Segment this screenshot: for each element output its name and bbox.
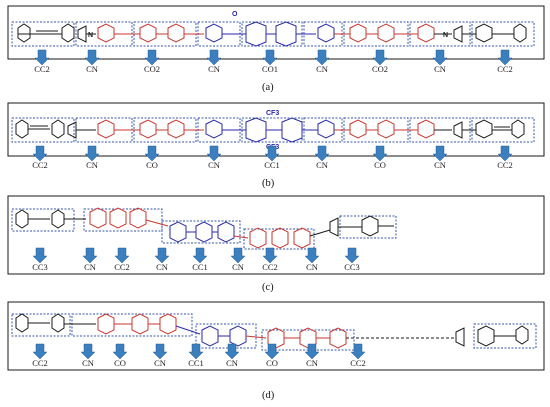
panel-c-arrow-8 <box>304 247 320 264</box>
panel-d-arrow-7 <box>264 343 280 360</box>
panel-c-caption: (c) <box>262 282 274 293</box>
panel-c-segment-label-7: CC2 <box>262 262 278 272</box>
panel-a-arrows <box>34 49 513 66</box>
panel-b-cf3-top: CF3 <box>266 110 279 117</box>
panel-d-segment-label-3: CO <box>114 358 126 368</box>
panel-d-arrow-2 <box>80 343 96 360</box>
panel-d-segment-label-4: CN <box>154 358 166 368</box>
panel-c-arrow-9 <box>344 247 360 264</box>
panel-d-caption: (d) <box>262 390 275 401</box>
panel-b-segment-label-3: CO <box>146 160 158 170</box>
panel-a-segment-label-3: CO2 <box>144 64 160 74</box>
panel-a-segment-label-8: CN <box>434 64 446 74</box>
panel-d-arrow-4 <box>152 343 168 360</box>
panel-c-segment-label-2: CN <box>84 262 96 272</box>
panel-d-arrow-8 <box>304 343 320 360</box>
panel-b-molecule <box>11 117 535 143</box>
panel-c-arrow-4 <box>154 247 170 264</box>
panel-d-segment-label-8: CN <box>306 358 318 368</box>
panel-d-segment-label-7: CO <box>266 358 278 368</box>
panel-b-segment-label-5: CC1 <box>264 160 280 170</box>
panel-d-segment-label-9: CC2 <box>350 358 366 368</box>
panel-d-molecule <box>11 313 537 351</box>
panel-a-segment-label-9: CC2 <box>497 64 513 74</box>
panel-a-caption: (a) <box>262 82 274 93</box>
panel-a-n-right: N <box>443 32 448 39</box>
panel-c-segment-label-5: CC1 <box>192 262 208 272</box>
panel-d-segment-label-2: CN <box>82 358 94 368</box>
panel-d-segment-label-5: CC1 <box>188 358 204 368</box>
panel-d-arrow-9 <box>350 343 366 360</box>
panel-b-arrow-1 <box>32 145 48 162</box>
panel-a-arrow-7 <box>372 49 388 66</box>
panel-a-labels: CC2 CN CO2 CN CO1 CN CO2 CN CC2 <box>34 64 513 74</box>
panel-d-arrow-5 <box>188 343 204 360</box>
panel-b-arrow-7 <box>372 145 388 162</box>
panel-a-segment-label-7: CO2 <box>372 64 388 74</box>
panel-c-molecule <box>11 207 397 250</box>
panel-a-arrow-5 <box>262 49 278 66</box>
panel-d-arrow-1 <box>32 343 48 360</box>
panel-d: CC2 CN CO CN CC1 CN CO CN CC2 (d) <box>7 301 545 401</box>
panel-d-arrows <box>32 343 366 360</box>
panel-b-segment-label-1: CC2 <box>32 160 48 170</box>
panel-b-segment-label-9: CC2 <box>497 160 513 170</box>
panel-c-segment-label-1: CC3 <box>32 262 48 272</box>
panel-d-arrow-6 <box>224 343 240 360</box>
panel-d-labels: CC2 CN CO CN CC1 CN CO CN CC2 <box>32 358 366 368</box>
panel-b-segment-label-7: CO <box>374 160 386 170</box>
panel-d-arrow-3 <box>112 343 128 360</box>
panel-b-arrow-4 <box>206 145 222 162</box>
panel-a-arrow-1 <box>34 49 50 66</box>
panel-a-segment-label-4: CN <box>208 64 220 74</box>
panel-c-arrow-7 <box>262 247 278 264</box>
panel-c-segment-label-3: CC2 <box>114 262 130 272</box>
panel-a-arrow-9 <box>497 49 513 66</box>
panel-b-labels: CC2 CN CO CN CC1 CN CO CN CC2 <box>32 160 513 170</box>
panel-c-segment-label-9: CC3 <box>344 262 360 272</box>
panel-b-segment-label-6: CN <box>316 160 328 170</box>
panel-a-segment-label-2: CN <box>86 64 98 74</box>
panel-c-arrow-6 <box>230 247 246 264</box>
panel-d-segment-label-6: CN <box>226 358 238 368</box>
panel-a-arrow-4 <box>206 49 222 66</box>
panel-d-frame <box>7 301 545 371</box>
panel-a-arrow-6 <box>314 49 330 66</box>
panel-c-arrow-3 <box>114 247 130 264</box>
panel-b-arrows <box>32 145 513 162</box>
panel-b-arrow-2 <box>84 145 100 162</box>
panel-a-n-left: N <box>88 32 93 39</box>
panel-b-arrow-9 <box>497 145 513 162</box>
panel-a-segment-label-5: CO1 <box>262 64 278 74</box>
panel-d-segment-label-1: CC2 <box>32 358 48 368</box>
panel-a-molecule <box>11 21 535 47</box>
panel-c: CC3 CN CC2 CN CC1 CN CC2 CN CC3 (c) <box>7 195 545 293</box>
panel-a-arrow-2 <box>84 49 100 66</box>
panel-a-arrow-8 <box>432 49 448 66</box>
panel-a-arrow-3 <box>144 49 160 66</box>
panel-a-segment-label-1: CC2 <box>34 64 50 74</box>
panel-b-segment-label-4: CN <box>208 160 220 170</box>
panel-b-arrow-6 <box>314 145 330 162</box>
panel-c-segment-label-6: CN <box>232 262 244 272</box>
panel-b-arrow-5 <box>264 145 280 162</box>
panel-b-arrow-3 <box>144 145 160 162</box>
panel-c-frame <box>7 195 545 275</box>
panel-c-labels: CC3 CN CC2 CN CC1 CN CC2 CN CC3 <box>32 262 360 272</box>
panel-a-segment-label-6: CN <box>316 64 328 74</box>
panel-c-segment-label-4: CN <box>156 262 168 272</box>
panel-c-arrow-1 <box>32 247 48 264</box>
panel-c-arrow-5 <box>192 247 208 264</box>
panel-b-segment-label-8: CN <box>434 160 446 170</box>
panel-c-arrow-2 <box>82 247 98 264</box>
panel-b-segment-label-2: CN <box>86 160 98 170</box>
panel-b-arrow-8 <box>432 145 448 162</box>
panel-c-segment-label-8: CN <box>306 262 318 272</box>
panel-a-o-top: O <box>232 11 238 18</box>
panel-a: N O N CC2 CN CO2 CN CO1 CN CO2 CN CC2 (a) <box>7 5 545 93</box>
panel-c-arrows <box>32 247 360 264</box>
panel-b-caption: (b) <box>262 178 275 189</box>
